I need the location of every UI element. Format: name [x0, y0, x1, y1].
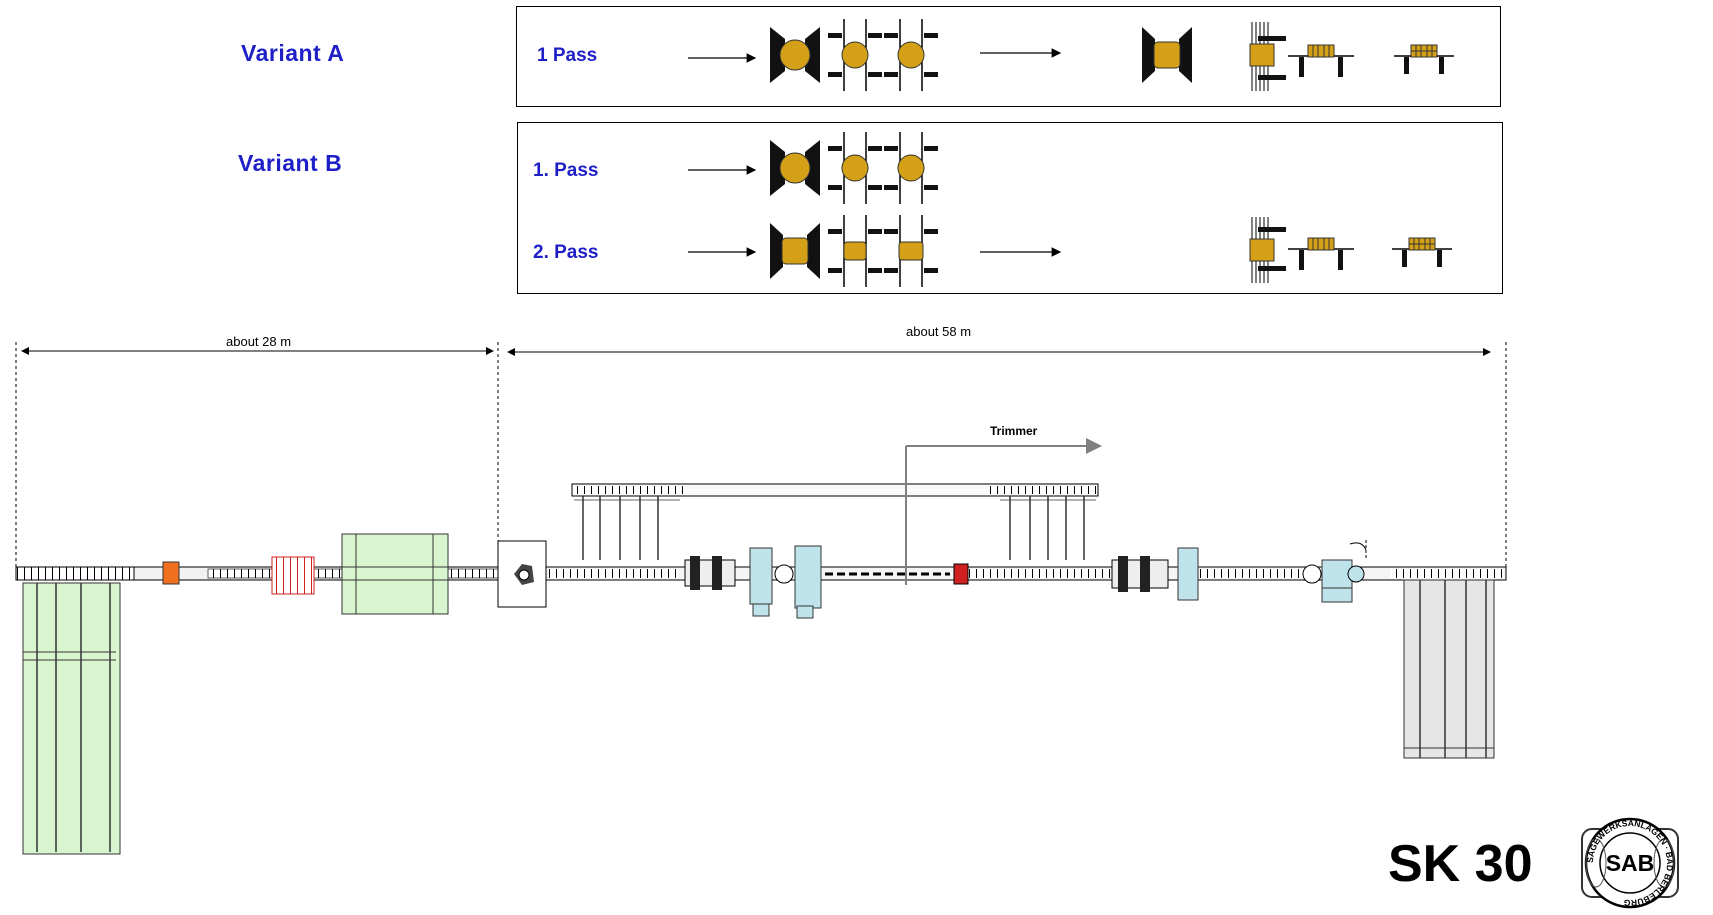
variant-a-pass-1-label: 1 Pass [537, 45, 598, 66]
variant-b-pass-2-flow [688, 215, 1452, 287]
dimension-left-label: about 28 m [226, 334, 292, 349]
green-buffer-area [341, 533, 449, 615]
saw-machine-group-2 [1111, 540, 1367, 603]
chipper-canter-icon [770, 140, 820, 196]
trimmer-label: Trimmer [990, 424, 1038, 438]
sab-logo-text: SAB [1606, 850, 1655, 876]
variant-b-pass-2-label: 2. Pass [533, 242, 599, 263]
edger-icon [1394, 44, 1454, 74]
measuring-frame-red [271, 556, 315, 595]
saw-unit-icon [828, 215, 882, 287]
dimension-right-label: about 58 m [906, 324, 972, 339]
saw-unit-icon [884, 132, 938, 204]
layout-plan [15, 438, 1507, 855]
variant-a-process-flow [688, 19, 1454, 91]
log-sensor-orange [162, 561, 180, 585]
chipper-canter-icon [1142, 27, 1192, 83]
variant-b-pass-1-label: 1. Pass [533, 160, 599, 181]
saw-unit-icon [884, 19, 938, 91]
variant-b-pass-1-flow [688, 132, 938, 204]
dimension-lines [15, 342, 1507, 568]
variant-b-title: Variant B [238, 150, 343, 176]
multi-saw-icon [1249, 217, 1286, 283]
edger-icon [1288, 237, 1354, 270]
machine-title: SK 30 [1388, 835, 1533, 893]
board-deck-right [1403, 579, 1495, 759]
edger-icon [1392, 237, 1452, 267]
edger-icon [1288, 44, 1354, 77]
saw-unit-icon [828, 132, 882, 204]
variant-a-title: Variant A [241, 40, 345, 66]
multi-saw-icon [1249, 22, 1286, 91]
chipper-canter-icon [770, 223, 820, 279]
sab-logo: SÄGEWERKSANLAGEN · BAD BERLEBURG SAB [1581, 817, 1679, 909]
saw-unit-icon [828, 19, 882, 91]
chipper-canter-icon [770, 27, 820, 83]
saw-machine-group-1 [684, 545, 969, 619]
log-deck-left [22, 582, 121, 855]
saw-unit-icon [884, 215, 938, 287]
